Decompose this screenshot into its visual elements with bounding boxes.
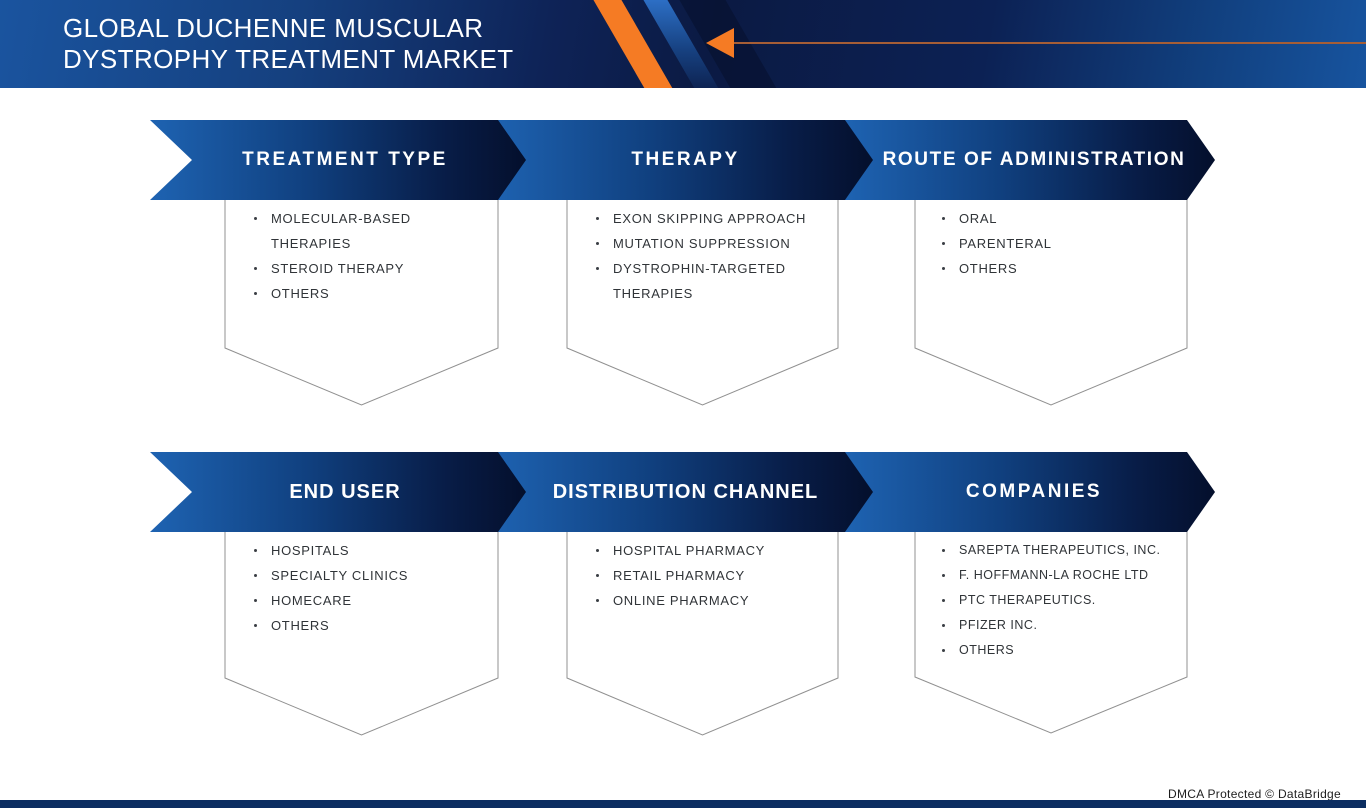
section-header-end-user: END USER bbox=[289, 480, 401, 503]
list-item: EXON SKIPPING APPROACH bbox=[595, 206, 835, 231]
list-item: MOLECULAR-BASED THERAPIES bbox=[253, 206, 458, 256]
list-item: PARENTERAL bbox=[941, 231, 1052, 256]
section-header-companies: COMPANIES bbox=[965, 481, 1103, 502]
dmca-text: DMCA Protected © DataBridge bbox=[1167, 787, 1341, 801]
list-item: OTHERS bbox=[941, 256, 1052, 281]
ribbon-end-user bbox=[150, 452, 526, 532]
list-item: HOSPITAL PHARMACY bbox=[595, 538, 765, 563]
list-item: ORAL bbox=[941, 206, 1052, 231]
list-item: HOSPITALS bbox=[253, 538, 408, 563]
list-item: OTHERS bbox=[253, 281, 458, 306]
ribbon-distribution-channel bbox=[460, 452, 873, 532]
top-banner: GLOBAL DUCHENNE MUSCULAR DYSTROPHY TREAT… bbox=[0, 0, 1366, 88]
ribbon-treatment-type bbox=[150, 120, 526, 200]
section-header-route-of-administration: ROUTE OF ADMINISTRATION bbox=[882, 149, 1186, 170]
list-treatment-type: MOLECULAR-BASED THERAPIES STEROID THERAP… bbox=[253, 206, 458, 306]
ribbon-route-of-administration bbox=[810, 120, 1215, 200]
list-distribution-channel: HOSPITAL PHARMACY RETAIL PHARMACY ONLINE… bbox=[595, 538, 765, 613]
list-item: RETAIL PHARMACY bbox=[595, 563, 765, 588]
page-title-line1: GLOBAL DUCHENNE MUSCULAR bbox=[63, 13, 484, 43]
page-title: GLOBAL DUCHENNE MUSCULAR DYSTROPHY TREAT… bbox=[63, 13, 514, 75]
page-title-line2: DYSTROPHY TREATMENT MARKET bbox=[63, 44, 514, 74]
section-header-distribution-channel: DISTRIBUTION CHANNEL bbox=[552, 480, 819, 503]
ribbon-companies bbox=[810, 452, 1215, 532]
section-header-therapy: THERAPY bbox=[631, 149, 740, 170]
footer-bar bbox=[0, 800, 1366, 808]
list-item: OTHERS bbox=[253, 613, 408, 638]
list-item: PFIZER INC. bbox=[941, 613, 1160, 638]
list-item: PTC THERAPEUTICS. bbox=[941, 588, 1160, 613]
arrow-line bbox=[733, 42, 1366, 44]
list-route-of-administration: ORAL PARENTERAL OTHERS bbox=[941, 206, 1052, 281]
list-item: SPECIALTY CLINICS bbox=[253, 563, 408, 588]
list-item: SAREPTA THERAPEUTICS, INC. bbox=[941, 538, 1160, 563]
list-item: MUTATION SUPPRESSION bbox=[595, 231, 835, 256]
list-item: STEROID THERAPY bbox=[253, 256, 458, 281]
left-arrow-icon bbox=[706, 28, 734, 58]
list-item: ONLINE PHARMACY bbox=[595, 588, 765, 613]
list-therapy: EXON SKIPPING APPROACH MUTATION SUPPRESS… bbox=[595, 206, 835, 306]
ribbon-therapy bbox=[460, 120, 873, 200]
section-header-treatment-type: TREATMENT TYPE bbox=[242, 149, 448, 170]
list-item: HOMECARE bbox=[253, 588, 408, 613]
list-companies: SAREPTA THERAPEUTICS, INC. F. HOFFMANN-L… bbox=[941, 538, 1160, 663]
list-item: OTHERS bbox=[941, 638, 1160, 663]
list-item: DYSTROPHIN-TARGETED THERAPIES bbox=[595, 256, 835, 306]
list-end-user: HOSPITALS SPECIALTY CLINICS HOMECARE OTH… bbox=[253, 538, 408, 638]
list-item: F. HOFFMANN-LA ROCHE LTD bbox=[941, 563, 1160, 588]
